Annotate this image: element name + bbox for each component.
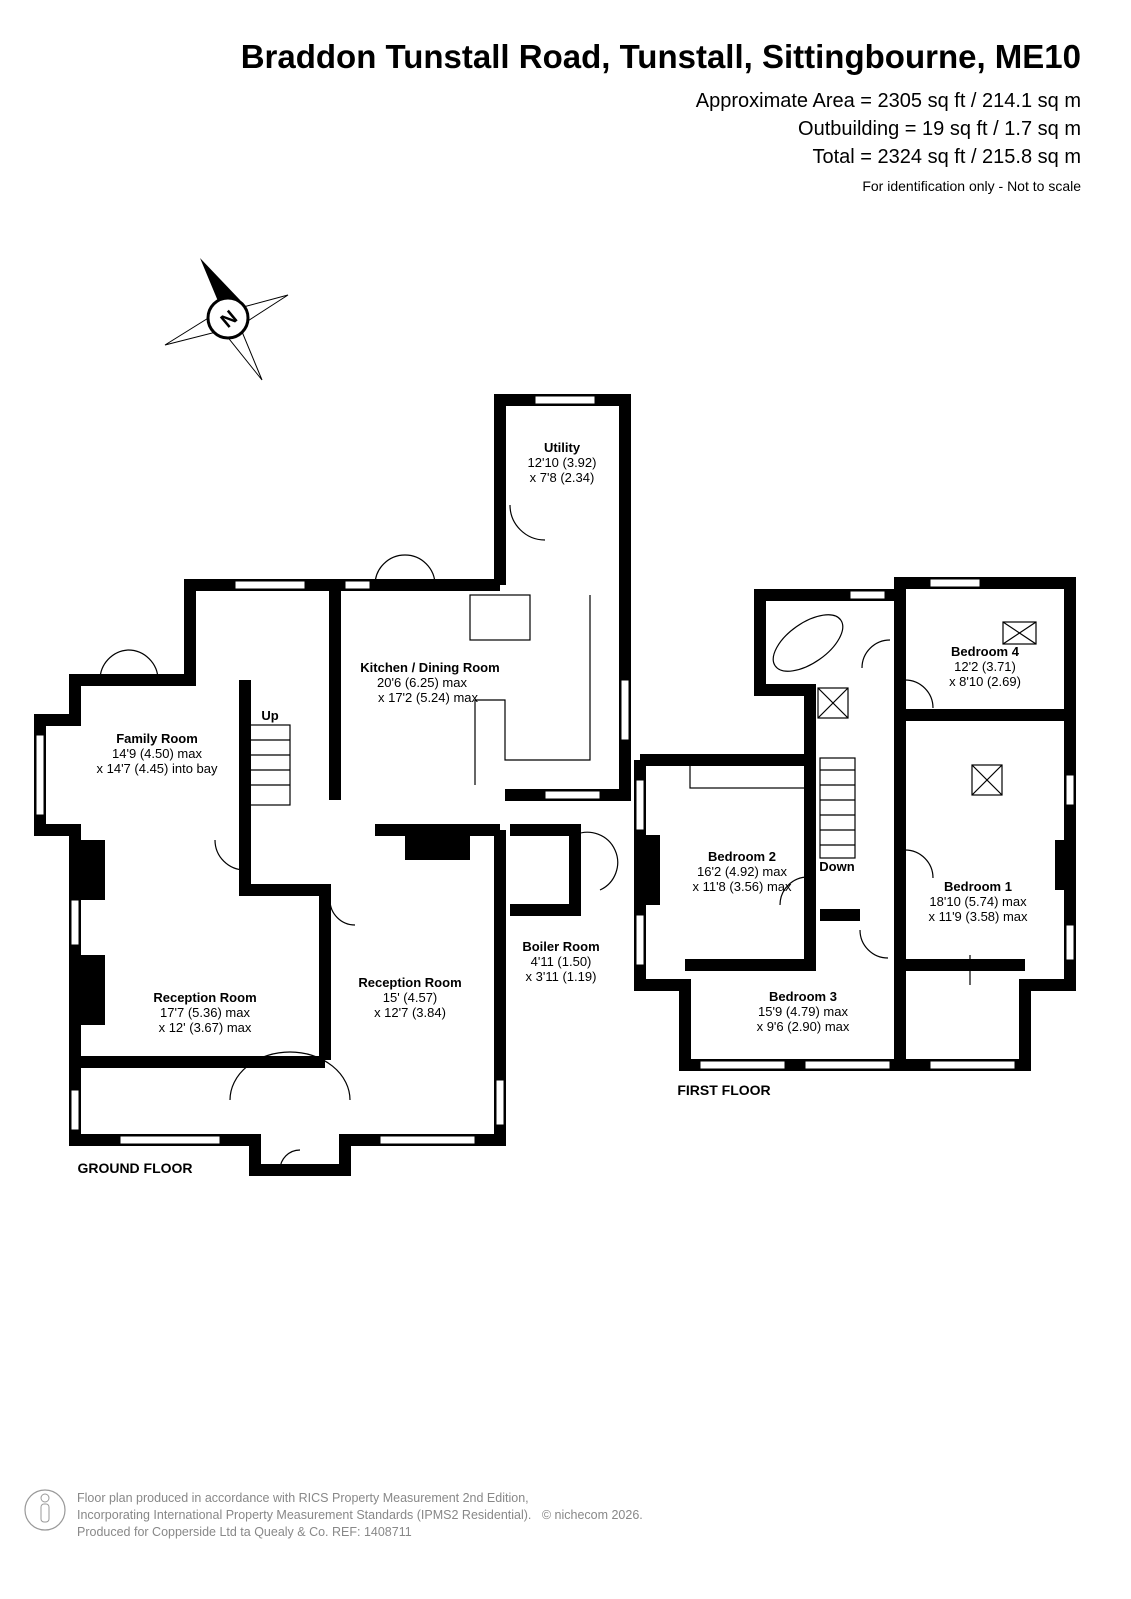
ground-floor-walls [34, 394, 631, 1176]
room-boiler: Boiler Room 4'11 (1.50) x 3'11 (1.19) [522, 939, 599, 984]
svg-text:15'9 (4.79) max: 15'9 (4.79) max [758, 1004, 848, 1019]
svg-text:x 14'7 (4.45) into bay: x 14'7 (4.45) into bay [97, 761, 218, 776]
svg-text:x 7'8 (2.34): x 7'8 (2.34) [530, 470, 595, 485]
first-floor-walls [634, 577, 1076, 1071]
svg-text:12'2 (3.71): 12'2 (3.71) [954, 659, 1016, 674]
svg-text:x 12'7 (3.84): x 12'7 (3.84) [374, 1005, 446, 1020]
svg-text:Kitchen / Dining Room: Kitchen / Dining Room [360, 660, 499, 675]
svg-text:Reception Room: Reception Room [153, 990, 256, 1005]
property-title: Braddon Tunstall Road, Tunstall, Sitting… [240, 38, 1081, 75]
svg-text:Bedroom 3: Bedroom 3 [769, 989, 837, 1004]
svg-text:Bedroom 1: Bedroom 1 [944, 879, 1012, 894]
room-utility: Utility 12'10 (3.92) x 7'8 (2.34) [528, 440, 597, 485]
svg-text:x 12' (3.67) max: x 12' (3.67) max [159, 1020, 252, 1035]
svg-text:20'6 (6.25) max: 20'6 (6.25) max [377, 675, 467, 690]
svg-text:14'9 (4.50) max: 14'9 (4.50) max [112, 746, 202, 761]
room-bedroom-4: Bedroom 4 12'2 (3.71) x 8'10 (2.69) [949, 644, 1021, 689]
svg-text:16'2 (4.92) max: 16'2 (4.92) max [697, 864, 787, 879]
svg-text:Family Room: Family Room [116, 731, 198, 746]
room-bedroom-3: Bedroom 3 15'9 (4.79) max x 9'6 (2.90) m… [757, 989, 850, 1034]
room-family: Family Room 14'9 (4.50) max x 14'7 (4.45… [97, 731, 218, 776]
svg-text:12'10 (3.92): 12'10 (3.92) [528, 455, 597, 470]
svg-text:x 11'9 (3.58) max: x 11'9 (3.58) max [928, 909, 1028, 924]
first-floor-label: FIRST FLOOR [677, 1082, 770, 1098]
svg-text:17'7 (5.36) max: 17'7 (5.36) max [160, 1005, 250, 1020]
scale-disclaimer: For identification only - Not to scale [862, 178, 1081, 194]
outbuilding-area: Outbuilding = 19 sq ft / 1.7 sq m [798, 118, 1081, 140]
svg-text:x 8'10 (2.69): x 8'10 (2.69) [949, 674, 1021, 689]
total-area: Total = 2324 sq ft / 215.8 sq m [812, 146, 1082, 168]
first-floor-windows [635, 578, 1075, 1070]
windows [35, 395, 630, 1145]
footer-notice: Floor plan produced in accordance with R… [77, 1491, 643, 1539]
person-icon [24, 1489, 66, 1531]
first-floor-fittings [689, 614, 1037, 985]
svg-text:x 9'6 (2.90) max: x 9'6 (2.90) max [757, 1019, 850, 1034]
svg-text:Bedroom 4: Bedroom 4 [951, 644, 1020, 659]
svg-text:x 3'11 (1.19): x 3'11 (1.19) [526, 969, 597, 984]
ground-stairs [99, 504, 619, 1171]
room-kitchen-dining: Kitchen / Dining Room 20'6 (6.25) max x … [360, 660, 499, 705]
up-label: Up [261, 708, 278, 723]
compass-icon: N [164, 258, 289, 381]
room-bedroom-1: Bedroom 1 18'10 (5.74) max x 11'9 (3.58)… [928, 879, 1028, 924]
svg-text:18'10 (5.74) max: 18'10 (5.74) max [929, 894, 1027, 909]
svg-text:x 11'8 (3.56) max: x 11'8 (3.56) max [692, 879, 792, 894]
svg-text:Boiler Room: Boiler Room [522, 939, 599, 954]
approximate-area: Approximate Area = 2305 sq ft / 214.1 sq… [695, 90, 1081, 112]
ground-floor-label: GROUND FLOOR [77, 1160, 192, 1176]
down-label: Down [819, 859, 854, 874]
room-reception-2: Reception Room 15' (4.57) x 12'7 (3.84) [358, 975, 461, 1020]
room-reception-1: Reception Room 17'7 (5.36) max x 12' (3.… [153, 990, 256, 1035]
copyright: © nichecom 2026. [541, 1508, 643, 1522]
svg-text:Utility: Utility [544, 440, 581, 455]
room-bedroom-2: Bedroom 2 16'2 (4.92) max x 11'8 (3.56) … [692, 849, 792, 894]
svg-text:4'11 (1.50): 4'11 (1.50) [531, 954, 592, 969]
svg-text:x 17'2 (5.24) max: x 17'2 (5.24) max [378, 690, 479, 705]
svg-text:15' (4.57): 15' (4.57) [383, 990, 438, 1005]
svg-text:Reception Room: Reception Room [358, 975, 461, 990]
svg-text:Bedroom 2: Bedroom 2 [708, 849, 776, 864]
